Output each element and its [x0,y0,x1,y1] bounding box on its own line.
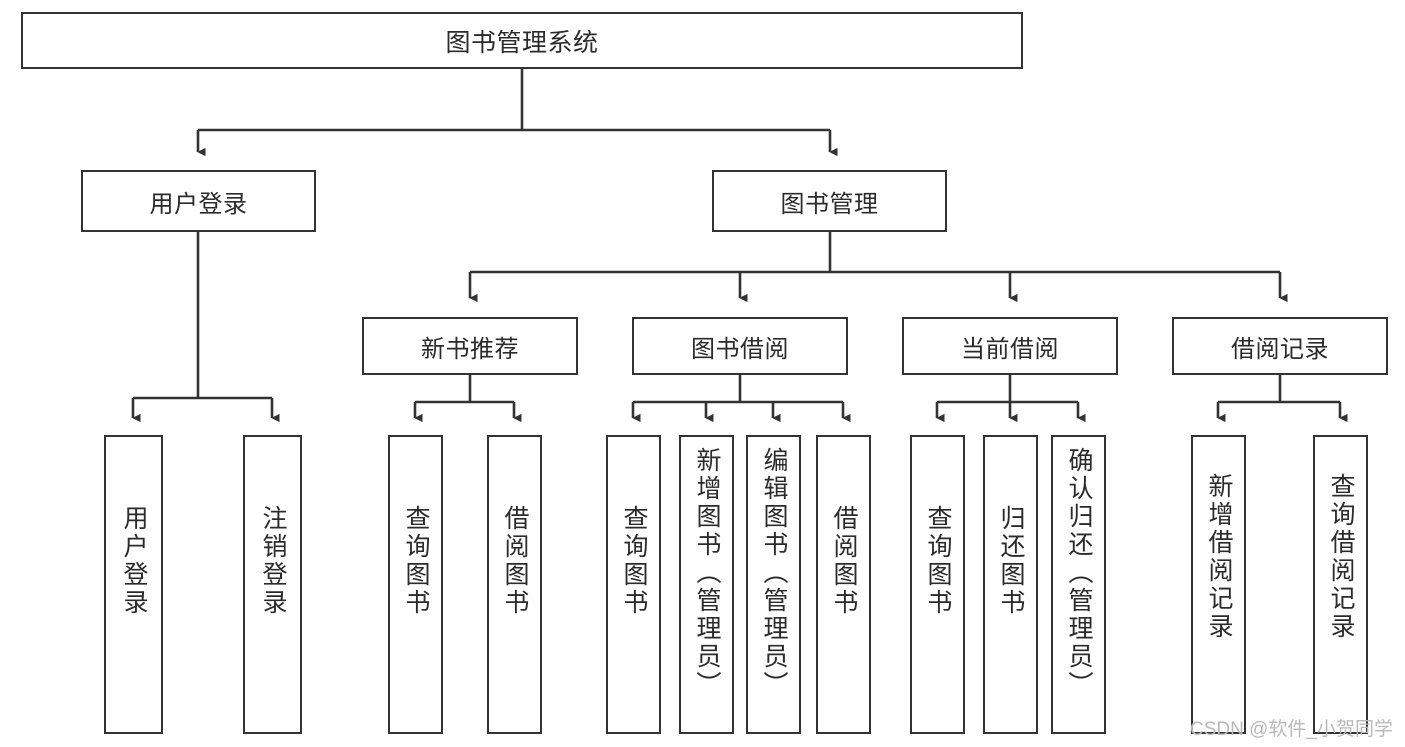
node-user-login-label: 用户登录 [149,190,248,218]
leaf-add-book-admin-label: 新增图书（管理员） [693,447,721,699]
node-root-label: 图书管理系统 [445,28,599,57]
leaf-query-book-current-label: 查询图书 [924,505,952,617]
leaf-query-book-recommend-label: 查询图书 [402,505,430,617]
leaf-query-book-borrow-label: 查询图书 [620,505,648,617]
node-current-borrow[interactable]: 当前借阅 [902,317,1118,375]
leaf-add-book-admin[interactable]: 新增图书（管理员） [679,435,734,734]
leaf-logout[interactable]: 注销登录 [243,435,302,734]
node-root-system[interactable]: 图书管理系统 [21,12,1023,69]
leaf-borrow-book-recommend[interactable]: 借阅图书 [487,435,542,734]
node-new-book-recommend-label: 新书推荐 [421,335,519,363]
leaf-add-borrow-record[interactable]: 新增借阅记录 [1191,435,1246,734]
node-user-login[interactable]: 用户登录 [81,170,316,232]
node-book-management-label: 图书管理 [780,190,879,218]
leaf-borrow-book[interactable]: 借阅图书 [816,435,871,734]
node-book-management[interactable]: 图书管理 [712,170,947,232]
leaf-return-book-label: 归还图书 [997,505,1025,617]
node-book-borrow[interactable]: 图书借阅 [632,317,848,375]
leaf-query-borrow-record[interactable]: 查询借阅记录 [1313,435,1368,734]
leaf-logout-label: 注销登录 [259,505,287,617]
leaf-borrow-book-recommend-label: 借阅图书 [501,505,529,617]
leaf-confirm-return-admin-label: 确认归还（管理员） [1065,447,1093,699]
leaf-return-book[interactable]: 归还图书 [983,435,1038,734]
leaf-user-login[interactable]: 用户登录 [104,435,163,734]
node-current-borrow-label: 当前借阅 [961,335,1059,363]
leaf-query-book-current[interactable]: 查询图书 [910,435,965,734]
leaf-add-borrow-record-label: 新增借阅记录 [1205,473,1233,641]
leaf-edit-book-admin[interactable]: 编辑图书（管理员） [746,435,801,734]
node-new-book-recommend[interactable]: 新书推荐 [362,317,578,375]
leaf-confirm-return-admin[interactable]: 确认归还（管理员） [1051,435,1106,734]
leaf-query-book-recommend[interactable]: 查询图书 [388,435,443,734]
leaf-borrow-book-label: 借阅图书 [830,505,858,617]
leaf-query-borrow-record-label: 查询借阅记录 [1327,473,1355,641]
leaf-user-login-label: 用户登录 [120,505,148,617]
node-book-borrow-label: 图书借阅 [691,335,789,363]
leaf-query-book-borrow[interactable]: 查询图书 [606,435,661,734]
node-borrow-records-label: 借阅记录 [1231,335,1329,363]
node-borrow-records[interactable]: 借阅记录 [1172,317,1388,375]
leaf-edit-book-admin-label: 编辑图书（管理员） [760,447,788,699]
